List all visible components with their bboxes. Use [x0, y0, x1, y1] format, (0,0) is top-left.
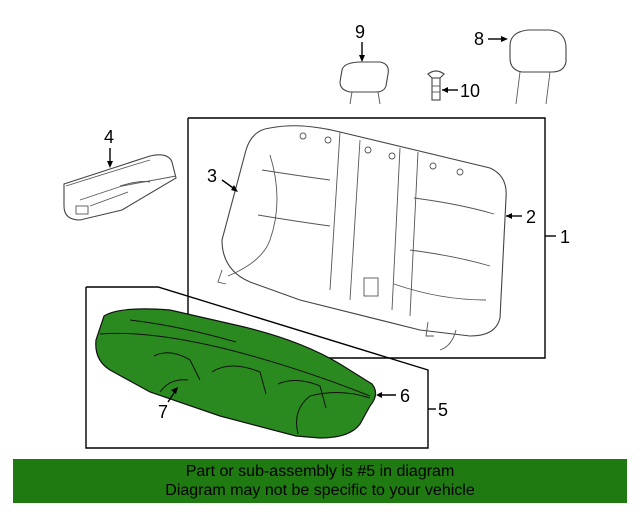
callout-9[interactable]: 9	[355, 22, 365, 42]
banner-line-2: Diagram may not be specific to your vehi…	[165, 482, 475, 499]
armrest[interactable]	[63, 154, 177, 221]
leader-arrow-2	[506, 213, 512, 219]
leader-arrow-3	[231, 185, 238, 192]
leader-arrow-8	[501, 36, 508, 42]
callout-2[interactable]: 2	[526, 207, 536, 227]
seat-back[interactable]	[217, 125, 507, 351]
banner-line-1: Part or sub-assembly is #5 in diagram	[185, 463, 455, 480]
headrest-outer[interactable]	[509, 29, 567, 105]
leader-arrow-7	[171, 387, 178, 394]
callout-4[interactable]: 4	[104, 127, 114, 147]
callout-6[interactable]: 6	[400, 386, 410, 406]
assembly-frame-1	[187, 117, 546, 359]
callout-7[interactable]: 7	[158, 402, 168, 422]
leader-arrow-9	[359, 55, 365, 62]
headrest-guide[interactable]	[427, 70, 445, 101]
leader-arrow-4	[107, 161, 113, 168]
leader-arrow-6	[376, 392, 382, 398]
callout-3[interactable]: 3	[207, 166, 217, 186]
headrest-center[interactable]	[339, 61, 389, 105]
leader-arrow-10	[442, 87, 448, 93]
seat-cushion-highlighted[interactable]	[95, 308, 377, 439]
callout-8[interactable]: 8	[474, 29, 484, 49]
seat-parts-diagram: 1 2 3 4	[63, 22, 570, 449]
callout-10[interactable]: 10	[460, 81, 480, 101]
seat-back-wire[interactable]	[227, 154, 278, 277]
callout-5[interactable]: 5	[438, 400, 448, 420]
notice-banner: Part or sub-assembly is #5 in diagram Di…	[13, 459, 627, 503]
callout-1[interactable]: 1	[560, 227, 570, 247]
